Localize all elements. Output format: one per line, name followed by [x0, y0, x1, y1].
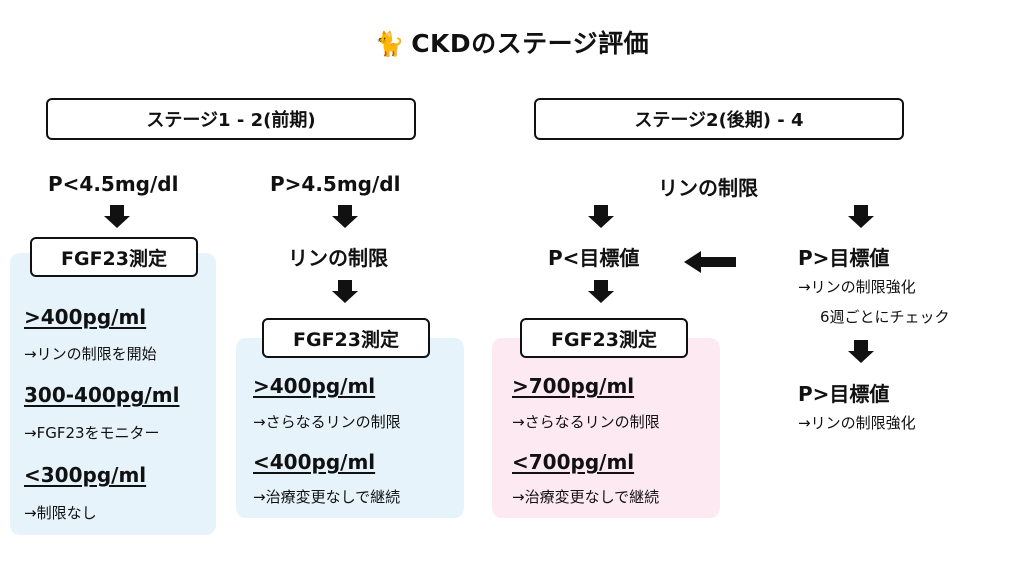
col4-arrow-down-icon-2 [848, 340, 874, 363]
col1-condition: P<4.5mg/dl [48, 172, 179, 196]
col1-value-1: >400pg/ml [24, 305, 147, 329]
col3-note-1: →さらなるリンの制限 [512, 413, 660, 431]
col2-step: リンの制限 [288, 246, 388, 270]
col2-note-2: →治療変更なしで継続 [253, 488, 401, 506]
col2-arrow-down-icon-2 [332, 280, 358, 303]
col1-note-3: →制限なし [24, 504, 97, 522]
col1-arrow-down-icon [104, 205, 130, 228]
col2-note-1: →さらなるリンの制限 [253, 413, 401, 431]
col1-note-1: →リンの制限を開始 [24, 345, 157, 363]
title-text: CKDのステージ評価 [411, 29, 650, 58]
arrow-left-icon [684, 251, 736, 273]
stage-early-header: ステージ1 - 2(前期) [46, 98, 416, 140]
col2-condition: P>4.5mg/dl [270, 172, 401, 196]
col3-condition: P<目標値 [548, 246, 640, 270]
col3-fgf23-box: FGF23測定 [520, 318, 688, 358]
col1-panel [10, 253, 216, 535]
col4-condition-2: P>目標値 [798, 382, 890, 406]
col3-panel [492, 338, 720, 518]
col1-value-3: <300pg/ml [24, 463, 147, 487]
col3-value-2: <700pg/ml [512, 450, 635, 474]
col2-arrow-down-icon-1 [332, 205, 358, 228]
stage-late-header: ステージ2(後期) - 4 [534, 98, 904, 140]
col2-fgf23-box: FGF23測定 [262, 318, 430, 358]
col3-note-2: →治療変更なしで継続 [512, 488, 660, 506]
col2-value-1: >400pg/ml [253, 374, 376, 398]
col4-condition-1: P>目標値 [798, 246, 890, 270]
col3-value-1: >700pg/ml [512, 374, 635, 398]
col3-arrow-down-icon-1 [588, 205, 614, 228]
late-top-step: リンの制限 [658, 176, 758, 200]
col4-note-1-line-1: →リンの制限強化 [798, 278, 916, 296]
col1-fgf23-box: FGF23測定 [30, 237, 198, 277]
col4-note-1-line-2: 6週ごとにチェック [820, 308, 950, 326]
col1-note-2: →FGF23をモニター [24, 424, 160, 442]
col2-panel [236, 338, 464, 518]
col3-arrow-down-icon-2 [588, 280, 614, 303]
cat-icon: 🐈 [374, 30, 406, 58]
col1-value-2: 300-400pg/ml [24, 383, 180, 407]
col4-note-2: →リンの制限強化 [798, 414, 916, 432]
col2-value-2: <400pg/ml [253, 450, 376, 474]
page-title: 🐈CKDのステージ評価 [0, 24, 1024, 60]
col4-arrow-down-icon-1 [848, 205, 874, 228]
